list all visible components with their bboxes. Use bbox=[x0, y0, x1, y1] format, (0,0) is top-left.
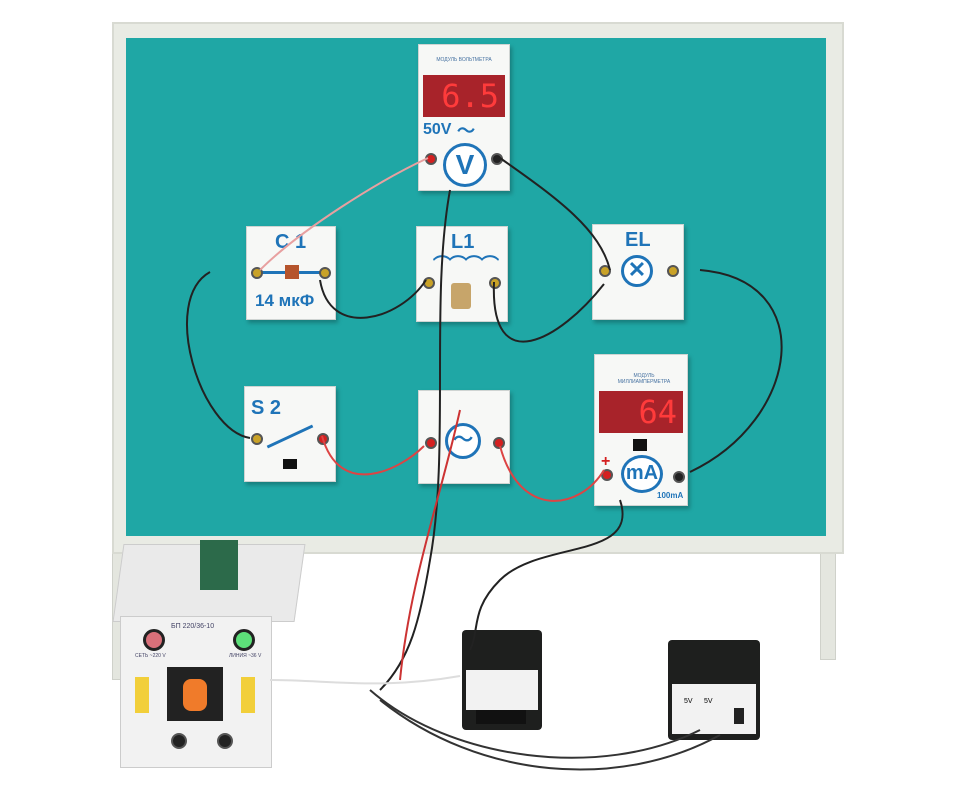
psu-out2-label: 5V bbox=[704, 698, 713, 705]
wire bbox=[399, 409, 461, 681]
wire bbox=[499, 157, 611, 271]
ma-red-terminal[interactable] bbox=[601, 469, 613, 481]
psu-right-power-switch[interactable] bbox=[734, 708, 744, 724]
mains-indicator bbox=[143, 629, 165, 651]
lamp-icon: ✕ bbox=[621, 255, 653, 287]
wire bbox=[689, 269, 783, 473]
wire bbox=[379, 699, 721, 771]
ac-dc-switch[interactable] bbox=[633, 439, 647, 451]
switch-toggle[interactable] bbox=[283, 459, 297, 469]
inductor-terminal-right[interactable] bbox=[489, 277, 501, 289]
mains-label: СЕТЬ ~220 V bbox=[135, 653, 166, 659]
wire bbox=[369, 689, 701, 759]
psu-right-panel: 5V 5V bbox=[672, 684, 756, 734]
milliammeter-display: 64 bbox=[599, 391, 683, 433]
wire bbox=[186, 271, 251, 439]
line-indicator bbox=[233, 629, 255, 651]
milliammeter-range: 100mA bbox=[657, 491, 684, 500]
milliammeter-symbol: mA bbox=[621, 455, 663, 493]
psu-right: 5V 5V bbox=[668, 640, 760, 740]
ac-source-module: ～ bbox=[418, 390, 510, 484]
power-unit-panel: БП 220/36-10 СЕТЬ ~220 V ЛИНИЯ ~36 V bbox=[120, 616, 272, 768]
voltmeter-symbol: V bbox=[443, 143, 487, 187]
lamp-terminal-left[interactable] bbox=[599, 265, 611, 277]
power-unit-title: БП 220/36-10 bbox=[171, 623, 215, 630]
line-label: ЛИНИЯ ~36 V bbox=[229, 653, 262, 659]
wire bbox=[499, 445, 605, 502]
breaker-left[interactable] bbox=[135, 677, 149, 713]
source-terminal-right[interactable] bbox=[493, 437, 505, 449]
voltmeter-display: 6.5 bbox=[423, 75, 505, 117]
wire bbox=[469, 499, 624, 651]
psu-middle-outputs[interactable] bbox=[476, 710, 526, 724]
ac-source-icon: ～ bbox=[445, 423, 481, 459]
capacitor-terminal-right[interactable] bbox=[319, 267, 331, 279]
inductor-module: L1 ⌒⌒⌒⌒ bbox=[416, 226, 508, 322]
voltmeter-module: МОДУЛЬ ВОЛЬТМЕТРА 6.5 50V ～ V bbox=[418, 44, 510, 191]
capacitor-component bbox=[285, 265, 299, 279]
wire bbox=[259, 157, 429, 271]
capacitor-value: 14 мкФ bbox=[255, 291, 315, 310]
wire bbox=[379, 189, 451, 691]
inductor-coil bbox=[451, 283, 471, 309]
power-unit-handle[interactable] bbox=[200, 540, 238, 590]
ac-wave-icon: ～ bbox=[457, 121, 475, 141]
voltmeter-range: 50V bbox=[423, 121, 452, 138]
ma-black-terminal[interactable] bbox=[673, 471, 685, 483]
switch-module: S 2 bbox=[244, 386, 336, 482]
lamp-module: EL ✕ bbox=[592, 224, 684, 320]
coil-icon: ⌒⌒⌒⌒ bbox=[433, 255, 499, 275]
wire bbox=[269, 675, 461, 685]
breaker-right[interactable] bbox=[241, 677, 255, 713]
psu-out1-label: 5V bbox=[684, 698, 693, 705]
switch-terminal-left[interactable] bbox=[251, 433, 263, 445]
capacitor-module: C 1 14 мкФ bbox=[246, 226, 336, 320]
milliammeter-title: МОДУЛЬ МИЛЛИАМПЕРМЕТРА bbox=[617, 373, 671, 385]
output-jack-left[interactable] bbox=[171, 733, 187, 749]
source-terminal-left[interactable] bbox=[425, 437, 437, 449]
inductor-label: L1 bbox=[451, 231, 475, 253]
wire bbox=[321, 435, 425, 476]
wire bbox=[319, 279, 427, 319]
switch-label: S 2 bbox=[251, 397, 282, 419]
psu-middle-panel bbox=[466, 670, 538, 710]
milliammeter-module: МОДУЛЬ МИЛЛИАМПЕРМЕТРА 64 + mA 100mA bbox=[594, 354, 688, 506]
lamp-terminal-right[interactable] bbox=[667, 265, 679, 277]
psu-middle bbox=[462, 630, 542, 730]
voltmeter-title: МОДУЛЬ ВОЛЬТМЕТРА bbox=[436, 57, 492, 63]
output-jack-right[interactable] bbox=[217, 733, 233, 749]
plus-label: + bbox=[601, 453, 611, 470]
lamp-label: EL bbox=[625, 229, 651, 251]
main-switch[interactable] bbox=[183, 679, 207, 711]
wire bbox=[492, 281, 605, 343]
